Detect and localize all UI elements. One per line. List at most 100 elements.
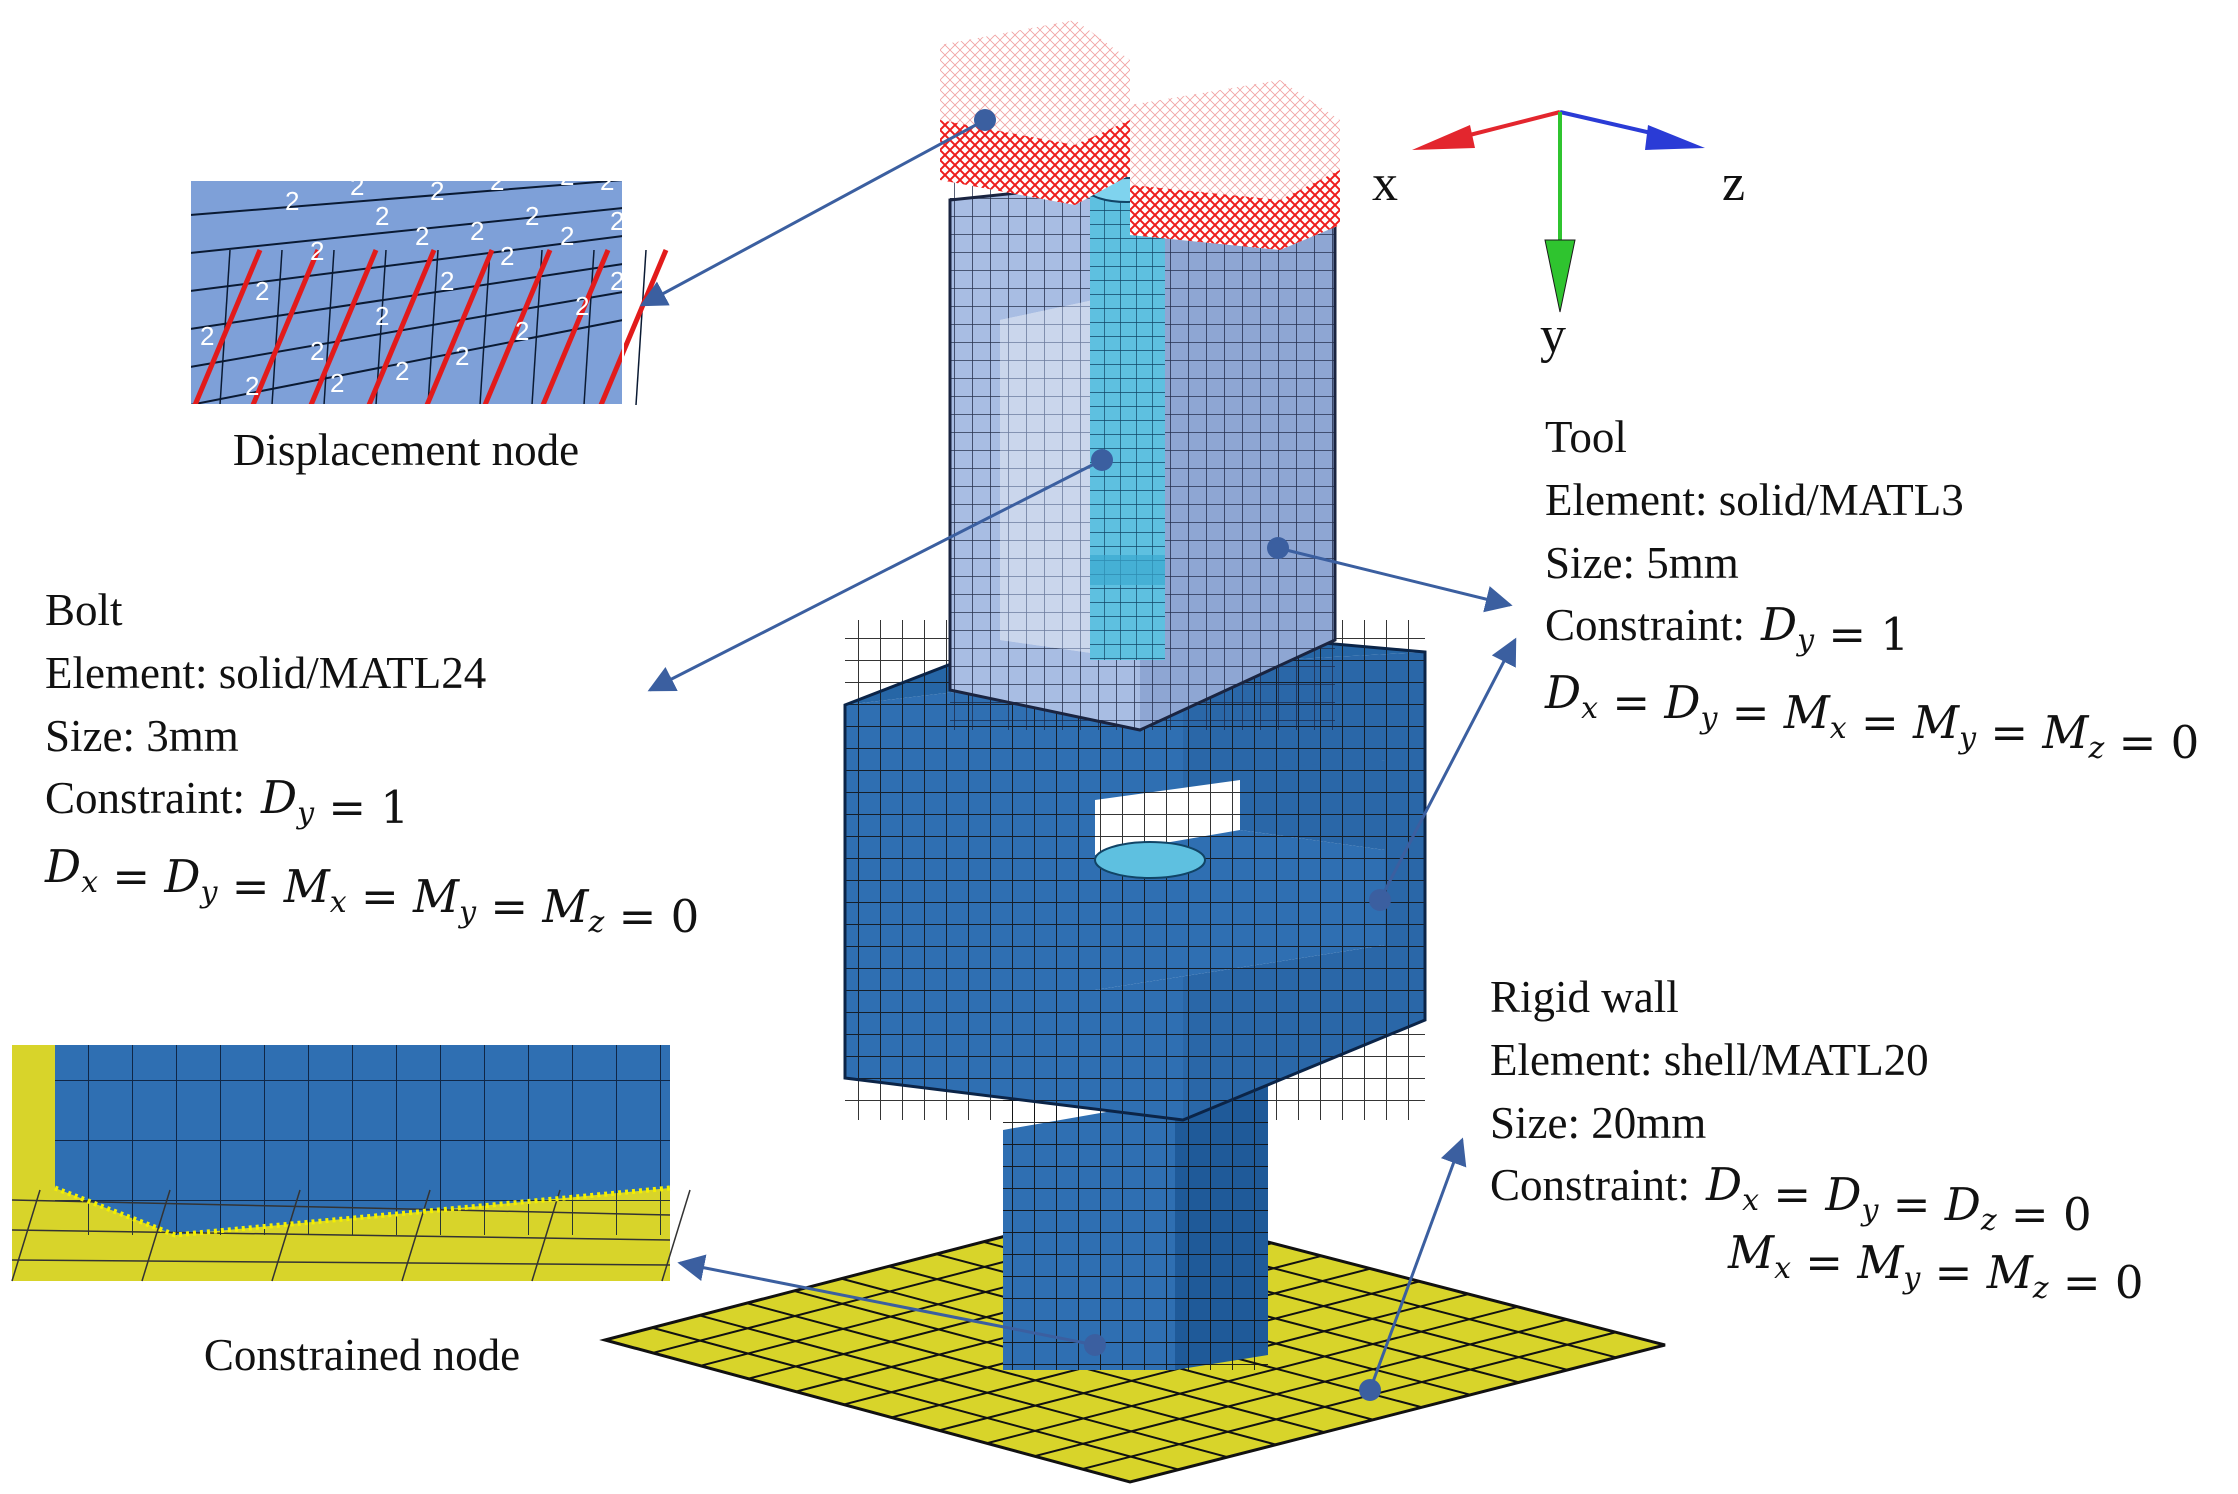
red-band-right: [1130, 185, 1280, 250]
bolt-title: Bolt: [45, 585, 123, 635]
bolt-constraint-line2: Dx = Dy = Mx = My = Mz = 0: [44, 840, 699, 943]
rigid-wall-callout: Rigid wall Element: shell/MATL20 Size: 2…: [1490, 972, 2144, 1309]
rigid-wall-constraint: Constraint: Dx = Dy = Dz = 0: [1490, 1158, 2092, 1241]
displacement-node-marker: 2: [255, 276, 269, 306]
displacement-node-marker: 2: [395, 356, 409, 386]
bolt-constraint: Constraint: Dy = 1: [45, 771, 409, 834]
inset-red-edge: [424, 249, 495, 406]
inset-wall-line: [11, 1229, 671, 1241]
z-axis-line: [1559, 110, 1661, 137]
displacement-node-marker: 2: [245, 371, 259, 401]
rigid-wall-constraint-line2: Mx = My = Mz = 0: [1727, 1226, 2144, 1309]
inset-mesh-line: [583, 249, 595, 406]
inset-mesh-line: [323, 249, 335, 406]
x-axis-label: x: [1372, 155, 1398, 212]
tool-title: Tool: [1545, 412, 1627, 462]
wall-grid-line: [1082, 1331, 1617, 1471]
inset-red-edge: [250, 249, 321, 406]
support-column-mesh: [1003, 1100, 1268, 1370]
bolt: [1088, 177, 1166, 660]
bolt-constraint-prefix: Constraint:: [45, 773, 245, 823]
constrained-node-edge: [54, 1185, 671, 1238]
inset-mesh-line: [479, 249, 491, 406]
y-axis-label: y: [1540, 307, 1566, 364]
displacement-node-marker: 2: [610, 266, 624, 296]
coordinate-axes: x z y: [1372, 110, 1745, 364]
bolt-element: Element: solid/MATL24: [45, 648, 486, 698]
inset-wall-line: [661, 1189, 691, 1282]
arrow-rigid-wall: [1368, 1137, 1467, 1391]
wall-grid-line: [986, 1305, 1518, 1445]
inset-mesh-line: [189, 179, 624, 216]
dot-constrained: [1084, 1334, 1106, 1356]
wall-grid-line: [1034, 1318, 1568, 1458]
callout-arrows: [639, 109, 1517, 1401]
arrow-tool: [1277, 546, 1513, 613]
inset-mesh-line: [189, 235, 624, 292]
displacement-node-marker: 2: [560, 161, 574, 191]
rigid-wall-constraint-prefix: Constraint:: [1490, 1160, 1690, 1210]
displacement-node-marker: 2: [500, 241, 514, 271]
red-band-right-side: [1280, 170, 1340, 250]
constrained-node-inset: Constrained node: [11, 1045, 691, 1380]
inset-red-edge: [540, 249, 611, 406]
x-axis-arrowhead: [1412, 125, 1475, 150]
displacement-node-marker: 2: [575, 291, 589, 321]
bolt-size: Size: 3mm: [45, 711, 239, 761]
displacement-node-marker: 2: [285, 186, 299, 216]
z-axis-label: z: [1722, 155, 1745, 212]
displacement-node-marker: 2: [350, 171, 364, 201]
constrained-inset-wall-mesh: [11, 1189, 691, 1282]
displacement-node-marker: 2: [200, 321, 214, 351]
inset-red-edge: [192, 249, 263, 406]
displacement-node-marker: 2: [515, 316, 529, 346]
inset-mesh-line: [189, 263, 624, 330]
arrow-displacement: [639, 118, 986, 307]
displacement-inset-bg: [190, 180, 623, 405]
arrow-tool-lower: [1378, 637, 1517, 901]
displacement-node-marker: 2: [375, 201, 389, 231]
displacement-node-marker: 2: [310, 236, 324, 266]
wall-grid-line: [699, 1314, 1228, 1459]
constrained-inset-mesh: [55, 1045, 670, 1235]
bolt-head-lower: [1094, 841, 1206, 879]
inset-wall-line: [11, 1189, 41, 1282]
inset-mesh-line: [189, 319, 624, 406]
displacement-node-marker: 2: [525, 201, 539, 231]
inset-wall-line: [271, 1189, 301, 1282]
constrained-inset-side: [12, 1045, 55, 1188]
inset-red-edge: [366, 249, 437, 406]
dot-tool-lower: [1369, 889, 1391, 911]
bolt-callout: Bolt Element: solid/MATL24 Size: 3mm Con…: [44, 585, 699, 943]
z-axis-arrowhead: [1645, 125, 1705, 150]
tool-constraint: Constraint: Dy = 1: [1545, 598, 1909, 661]
inset-wall-line: [11, 1259, 671, 1266]
inset-mesh-line: [271, 249, 283, 406]
displacement-node-marker: 2: [560, 221, 574, 251]
displacement-node-marker: 2: [455, 341, 469, 371]
inset-wall-line: [141, 1189, 171, 1282]
displacement-inset-mesh: [189, 179, 669, 406]
displacement-node-marker: 2: [310, 336, 324, 366]
tool-constraint-prefix: Constraint:: [1545, 600, 1745, 650]
inset-mesh-line: [427, 249, 439, 406]
displacement-node-set: [940, 20, 1340, 250]
rigid-wall-title: Rigid wall: [1490, 972, 1679, 1022]
inset-mesh-line: [635, 249, 647, 406]
inset-red-edge: [598, 249, 669, 406]
inset-wall-line: [11, 1199, 671, 1216]
inset-red-edge: [482, 249, 553, 406]
inset-wall-line: [531, 1189, 561, 1282]
arrow-constrained: [677, 1254, 1096, 1347]
dot-bolt: [1091, 449, 1113, 471]
displacement-inset-frame: [189, 179, 624, 406]
displacement-node-label: Displacement node: [233, 425, 579, 475]
inset-mesh-line: [189, 291, 624, 368]
wall-grid-line: [746, 1302, 1277, 1446]
wall-grid-line: [652, 1326, 1179, 1471]
displacement-node-marker: 2: [470, 216, 484, 246]
tool-constraint-line2: Dx = Dy = Mx = My = Mz = 0: [1544, 666, 2199, 769]
